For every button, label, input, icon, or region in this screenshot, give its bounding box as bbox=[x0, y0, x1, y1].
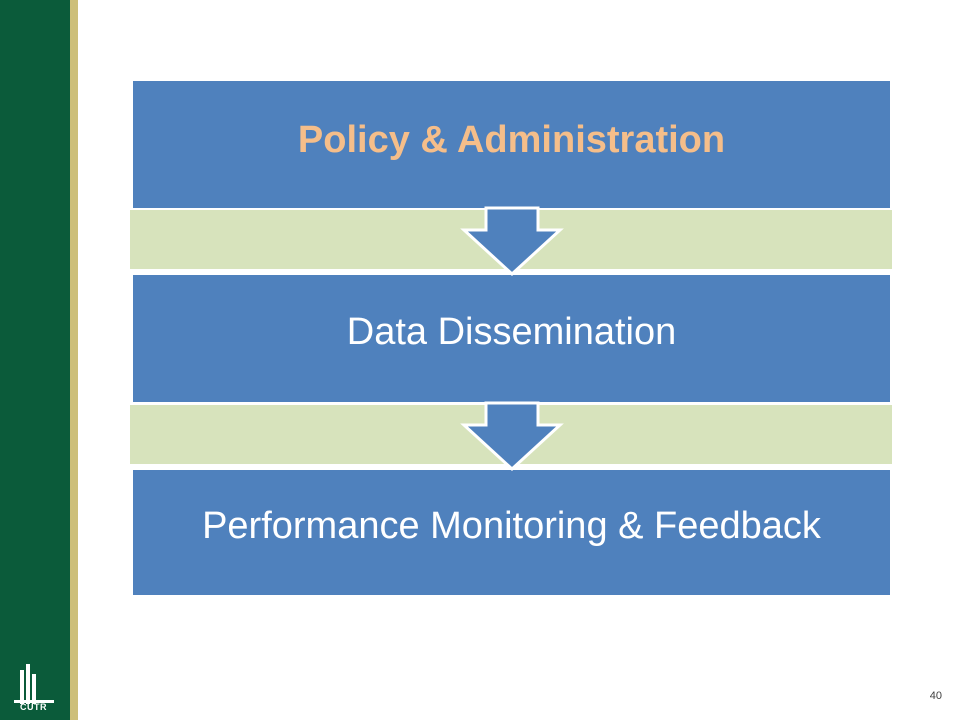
level-band-dissemination: Data Dissemination bbox=[133, 275, 890, 402]
left-sidebar-stripe bbox=[70, 0, 78, 720]
down-arrow-icon bbox=[460, 206, 564, 277]
level-label: Policy & Administration bbox=[297, 119, 726, 161]
logo-text: CUTR bbox=[20, 702, 47, 712]
level-label: Data Dissemination bbox=[346, 311, 677, 353]
level-band-policy: Policy & Administration bbox=[133, 81, 890, 208]
level-label: Performance Monitoring & Feedback bbox=[202, 505, 821, 547]
level-band-monitoring: Performance Monitoring & Feedback bbox=[133, 470, 890, 595]
page-number: 40 bbox=[929, 690, 942, 702]
cutr-logo-icon bbox=[14, 664, 54, 704]
down-arrow-icon bbox=[460, 401, 564, 472]
left-sidebar-bar bbox=[0, 0, 70, 720]
